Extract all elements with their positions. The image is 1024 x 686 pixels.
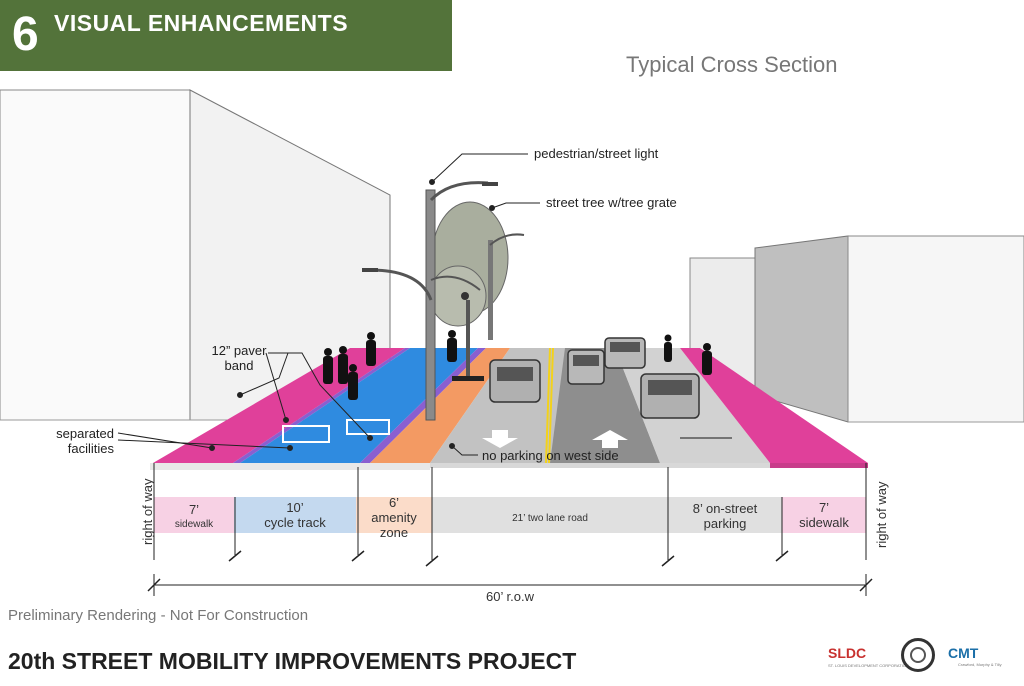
car-icon — [640, 373, 700, 419]
street-light-icon — [362, 181, 525, 421]
label-right-of-way-right: right of way — [874, 481, 889, 548]
band-amenity — [356, 497, 432, 533]
band-cycle-track — [234, 497, 356, 533]
dim-sidewalk-right: 7’ sidewalk — [799, 500, 849, 530]
cmt-logo: CMT Crawford, Murphy & Tilly — [948, 645, 1002, 667]
dim-road: 21’ two lane road — [512, 513, 588, 524]
pedestrian-icon — [323, 330, 712, 400]
project-title: 20th STREET MOBILITY IMPROVEMENTS PROJEC… — [8, 648, 577, 674]
dim-parking: 8’ on-street parking — [692, 501, 758, 531]
cycle-track-surface — [240, 348, 478, 463]
diagram-subtitle: Typical Cross Section — [626, 52, 838, 77]
bike-marking-icon — [282, 425, 330, 443]
label-paver-band: 12” paver band — [211, 343, 267, 373]
car-icon — [567, 349, 605, 385]
dim-cycle-track: 10’ cycle track — [264, 500, 326, 530]
section-title: VISUAL ENHANCEMENTS — [54, 10, 349, 36]
paver-band-left — [233, 348, 410, 463]
band-sidewalk-left — [154, 497, 234, 533]
callout-lines — [117, 153, 540, 456]
label-street-tree: street tree w/tree grate — [546, 195, 677, 210]
dim-amenity-zone: 6’ amenity zone — [371, 495, 417, 540]
bike-marking-icon — [346, 419, 390, 435]
right-sidewalk-surface — [680, 348, 868, 463]
label-street-light: pedestrian/street light — [534, 146, 659, 161]
dimension-lines — [147, 463, 873, 596]
band-road — [432, 497, 668, 533]
sldc-logo: SLDC ST. LOUIS DEVELOPMENT CORPORATION — [828, 645, 909, 668]
dimension-bands — [154, 497, 866, 533]
label-right-of-way-left: right of way — [140, 478, 155, 545]
car-icon — [489, 359, 541, 403]
left-building — [0, 89, 391, 421]
band-sidewalk-right — [782, 497, 866, 533]
section-header: 6 VISUAL ENHANCEMENTS — [0, 0, 452, 71]
down-arrow-marking-icon — [482, 430, 518, 448]
section-number: 6 — [12, 8, 39, 61]
dim-total-row: 60’ r.o.w — [486, 589, 534, 604]
label-separated-facilities: separated facilities — [56, 426, 114, 456]
dim-sidewalk-left: 7’ sidewalk — [174, 502, 214, 530]
city-seal-icon — [901, 638, 935, 672]
label-no-parking: no parking on west side — [482, 448, 619, 463]
car-icon — [604, 337, 646, 369]
center-line — [545, 347, 551, 464]
up-arrow-marking-icon — [592, 430, 628, 448]
preliminary-note: Preliminary Rendering - Not For Construc… — [8, 607, 309, 624]
band-parking — [668, 497, 782, 533]
